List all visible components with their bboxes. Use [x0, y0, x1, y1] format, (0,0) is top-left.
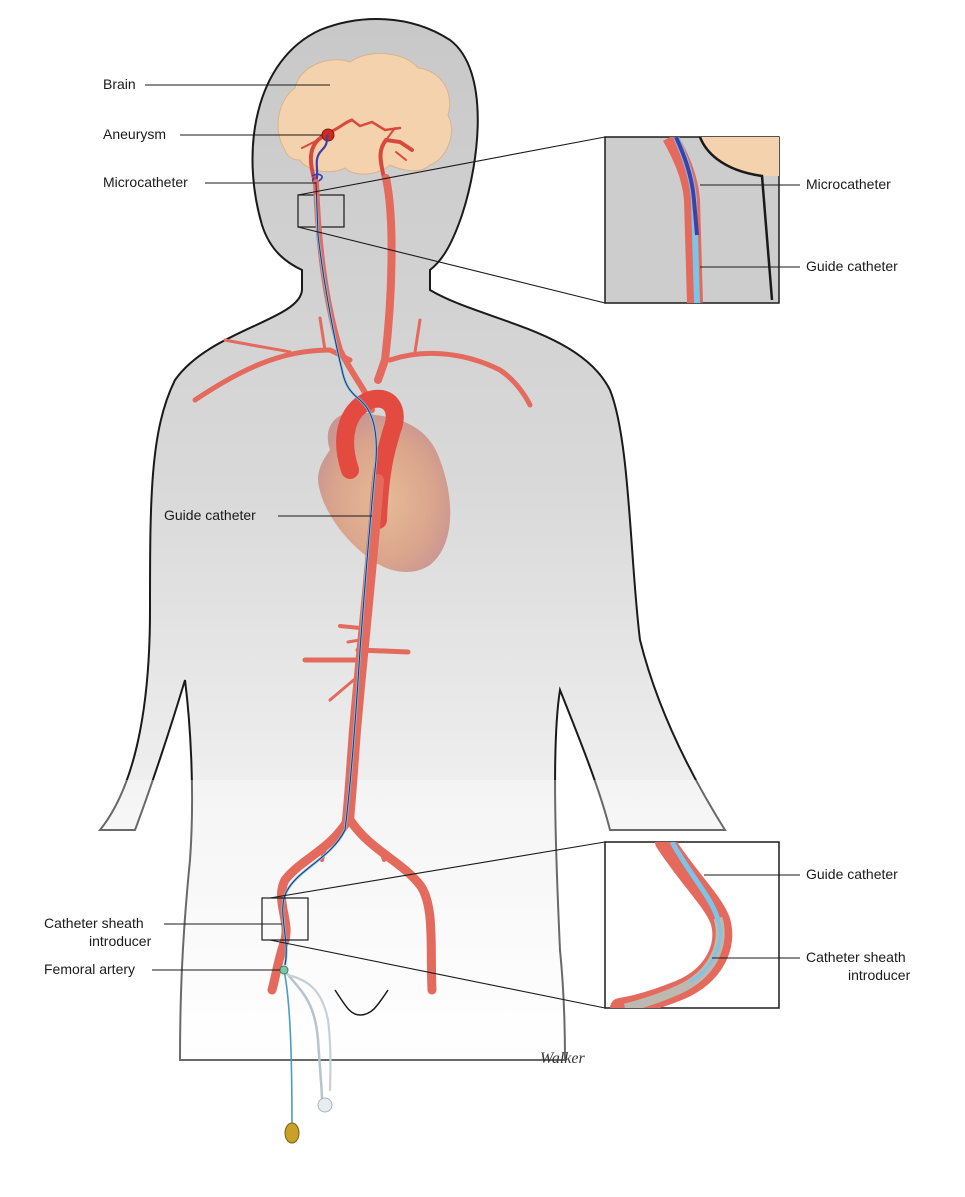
- label-brain: Brain: [103, 76, 136, 92]
- label-inset-bottom-sheath-line1: Catheter sheath: [806, 949, 906, 965]
- label-inset-top-guide: Guide catheter: [806, 258, 898, 274]
- brain: [278, 53, 452, 174]
- label-sheath-left-line1: Catheter sheath: [44, 915, 144, 931]
- label-inset-bottom-sheath-line2: introducer: [848, 967, 911, 983]
- inset-top: [605, 137, 779, 303]
- label-inset-top-microcatheter: Microcatheter: [806, 176, 891, 192]
- artist-signature: Walker: [540, 1050, 586, 1067]
- inset-bottom: [605, 842, 779, 1008]
- label-guide-catheter-center: Guide catheter: [164, 507, 256, 523]
- label-aneurysm: Aneurysm: [103, 126, 166, 142]
- label-microcatheter-left: Microcatheter: [103, 174, 188, 190]
- label-inset-bottom-guide: Guide catheter: [806, 866, 898, 882]
- label-sheath-left-line2: introducer: [89, 933, 152, 949]
- label-femoral-artery: Femoral artery: [44, 961, 135, 977]
- catheter-hub: [285, 1123, 299, 1143]
